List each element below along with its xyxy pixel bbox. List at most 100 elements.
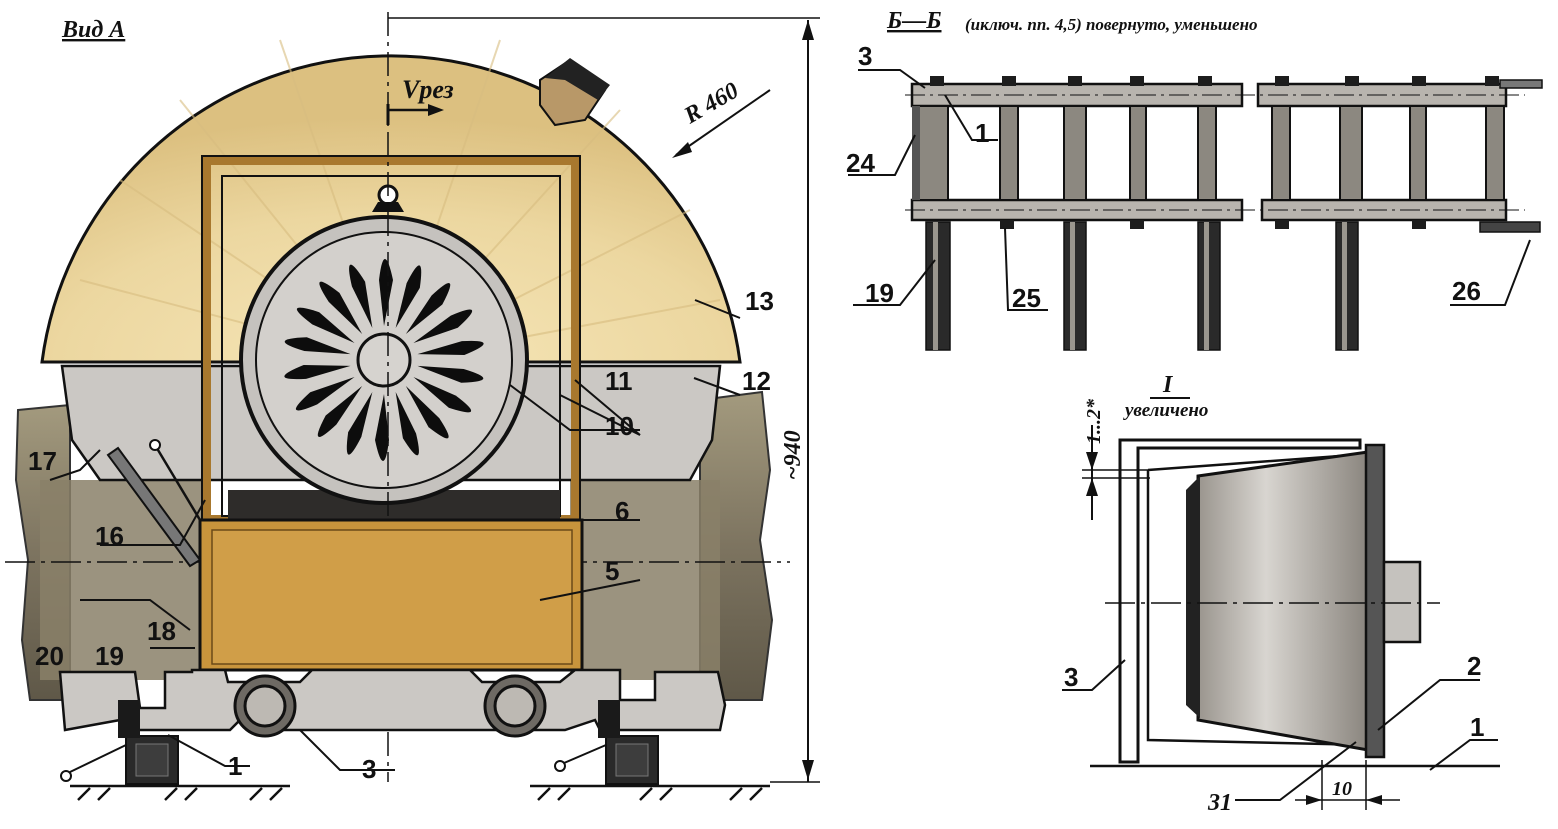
detail-label-3: 3 [1064, 662, 1078, 692]
detail-bracket [1118, 438, 1362, 764]
rivet-leader-left [69, 744, 127, 773]
lever-pivot [149, 439, 161, 451]
bb-posts [917, 105, 1505, 201]
motor-hub [356, 332, 412, 388]
bb-label-3: 3 [858, 41, 872, 71]
fan-blade [413, 377, 471, 413]
fan-blade [375, 394, 389, 461]
log-body [40, 480, 210, 680]
detail-flange [1364, 443, 1386, 759]
label-11: 11 [605, 366, 633, 396]
fan-blade [284, 337, 351, 355]
label-18: 18 [147, 616, 176, 646]
fan-blade [395, 391, 419, 456]
bb-label-1: 1 [975, 118, 989, 148]
bb-label-25: 25 [1012, 283, 1041, 313]
fan-blades [284, 259, 484, 461]
fan-blade [319, 281, 363, 334]
bearing-right-inner [493, 684, 537, 728]
fan-blade [296, 377, 355, 411]
fan-blade [349, 264, 373, 329]
fan-blade [317, 386, 363, 437]
label-20: 20 [35, 641, 64, 671]
rail-right-inner [615, 743, 649, 777]
roller-bracket-right [598, 700, 620, 738]
lifting-eye-base [372, 202, 404, 212]
width-label: 10 [1332, 778, 1352, 800]
detail-label-2: 2 [1467, 651, 1481, 681]
bb-label-26: 26 [1452, 276, 1481, 306]
fan-blade [405, 386, 449, 439]
bb-bottom-studs [1000, 220, 1426, 229]
bb-label-24: 24 [846, 148, 875, 178]
guard-notch-dark [545, 58, 610, 100]
roller-bracket-left [118, 700, 140, 738]
detail-drum [1196, 450, 1370, 752]
bb-top-strip [1499, 79, 1543, 89]
detail-label-1: 1 [1470, 712, 1484, 742]
detail-bracket-inner [1146, 454, 1371, 747]
fan-blade [346, 391, 373, 455]
detail-shaft [1382, 560, 1422, 644]
rivet-left [60, 770, 72, 782]
bb-top-studs [930, 76, 1499, 86]
ground-left [70, 784, 290, 801]
fan-blade [417, 340, 484, 355]
bearing-left-inner [243, 684, 287, 728]
carriage-box-inner [211, 529, 573, 665]
label-13: 13 [745, 286, 774, 316]
detail-i-title: I [1162, 372, 1174, 398]
fan-blade [405, 283, 451, 334]
rivet-leader-right [563, 744, 607, 764]
fan-blade [284, 365, 351, 380]
label-17: 17 [28, 446, 57, 476]
fan-blade [395, 265, 422, 329]
height-arrow-top [802, 20, 814, 40]
bb-tail-rod [1479, 221, 1541, 233]
gap-label: 1...2* [1083, 398, 1105, 444]
fan-blade [413, 309, 472, 343]
log-body-right [570, 480, 720, 680]
view-a: Vрез R 460 ~940 [5, 12, 820, 801]
view-a-title: Вид А [61, 17, 125, 43]
gap-arrow-top [1086, 452, 1098, 470]
radius-label: R 460 [679, 78, 743, 130]
label-12: 12 [742, 366, 771, 396]
velocity-arrowhead [428, 104, 444, 116]
label-16: 16 [95, 521, 124, 551]
gap-arrow-bottom [1086, 478, 1098, 496]
bb-legs [925, 221, 1359, 351]
detail-leaders [1062, 659, 1498, 801]
bb-label-19: 19 [865, 278, 894, 308]
detail-label-31: 31 [1207, 790, 1232, 816]
height-label: ~940 [780, 430, 806, 480]
view-a-leaders [49, 299, 741, 771]
height-arrow-bottom [802, 760, 814, 780]
bb-legs-highlight [933, 222, 1347, 350]
label-10: 10 [605, 411, 634, 441]
rivet-right [554, 760, 566, 772]
label-5: 5 [605, 556, 619, 586]
label-1: 1 [228, 751, 242, 781]
label-19: 19 [95, 641, 124, 671]
radius-arrowhead [672, 142, 692, 158]
radius-leader [675, 89, 771, 156]
detail-i-subtitle: увеличено [1123, 400, 1208, 421]
label-6: 6 [615, 496, 629, 526]
fan-blade [297, 307, 355, 343]
velocity-label: Vрез [402, 75, 454, 104]
lever [106, 446, 202, 568]
bb-end-plate [912, 106, 920, 200]
width-arrow-left [1306, 795, 1322, 805]
fan-blade [379, 259, 393, 326]
section-bb-note: (иключ. пп. 4,5) повернуто, уменьшено [965, 15, 1258, 34]
width-arrow-right [1366, 795, 1382, 805]
detail-drum-rim [1186, 476, 1200, 718]
bb-leaders [848, 69, 1531, 311]
lever-rod [153, 444, 202, 521]
rail-left-inner [135, 743, 169, 777]
fan-blade [417, 365, 484, 383]
section-bb: Б—Б (иключ. пп. 4,5) повернуто, уменьшен… [846, 8, 1543, 351]
detail-i: I увеличено 1...2* 10 [1062, 372, 1500, 816]
